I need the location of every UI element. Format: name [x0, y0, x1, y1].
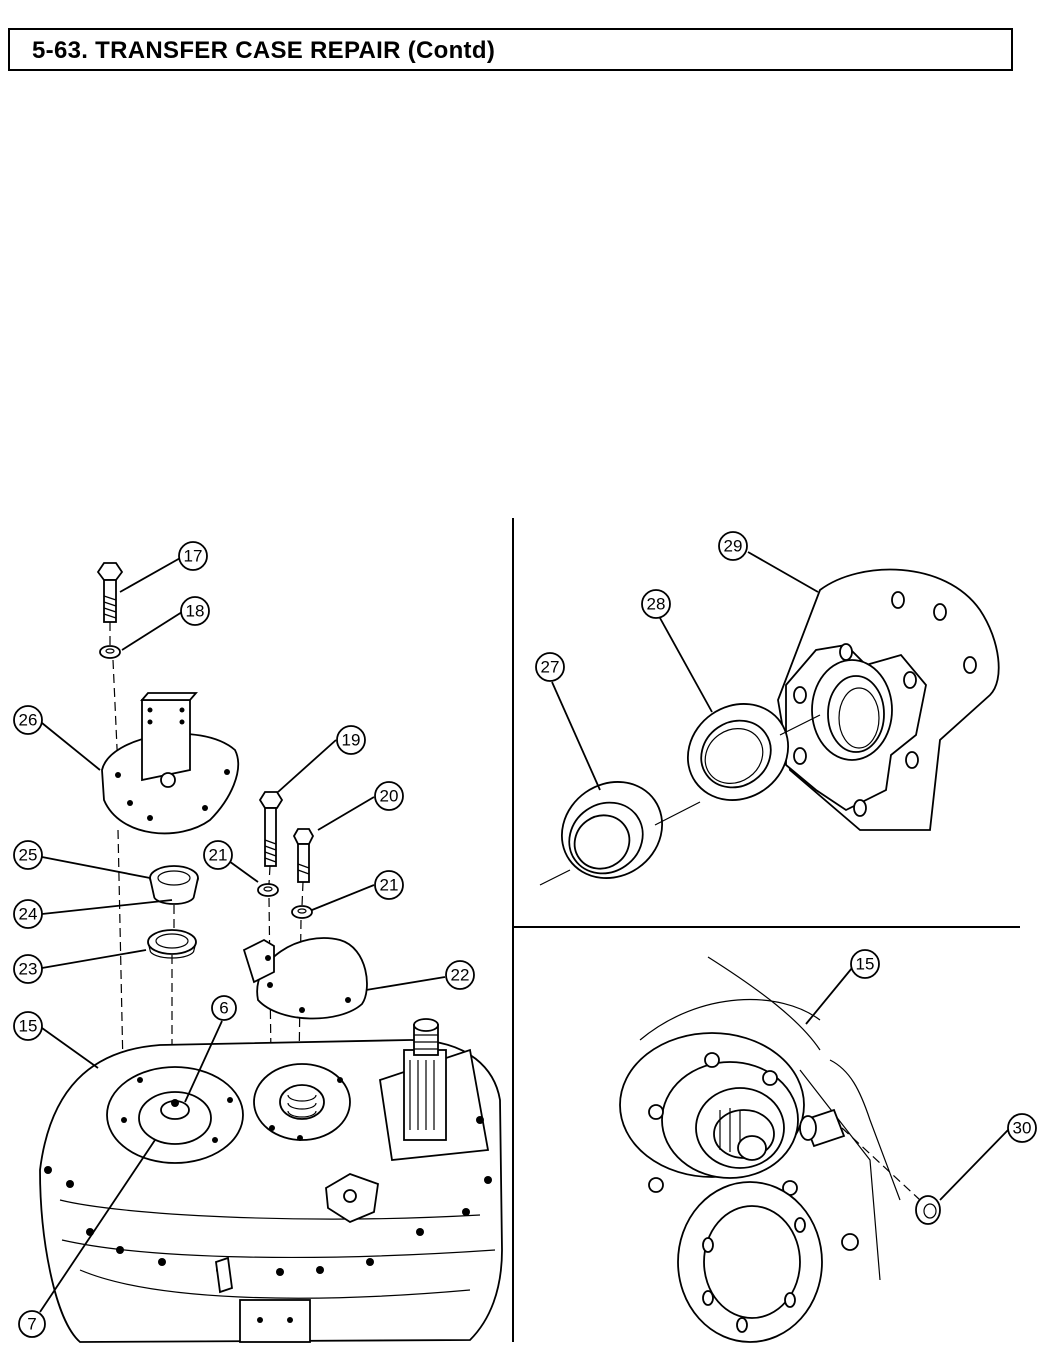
svg-text:15: 15	[19, 1017, 38, 1036]
cap-25	[149, 865, 199, 905]
svg-text:21: 21	[380, 876, 399, 895]
callout-21-left: 21	[203, 840, 233, 870]
washer-21a	[257, 883, 279, 897]
svg-text:26: 26	[19, 711, 38, 730]
svg-text:27: 27	[541, 658, 560, 677]
svg-text:30: 30	[1013, 1119, 1032, 1138]
bolt-19	[258, 791, 284, 867]
seal-assembly-drawing	[539, 551, 1000, 886]
callout-15-left: 15	[13, 1011, 43, 1041]
callout-20: 20	[374, 781, 404, 811]
transfer-case-drawing	[39, 556, 503, 1343]
callout-19: 19	[336, 725, 366, 755]
flange-drawing	[619, 956, 1009, 1343]
callout-23: 23	[13, 954, 43, 984]
callout-22: 22	[445, 960, 475, 990]
svg-text:25: 25	[19, 846, 38, 865]
callout-17: 17	[178, 541, 208, 571]
cover-plate-26	[101, 692, 240, 835]
svg-text:18: 18	[186, 602, 205, 621]
seal-23	[147, 929, 197, 959]
seal-28	[686, 703, 790, 801]
svg-text:17: 17	[184, 547, 203, 566]
callout-27: 27	[535, 652, 565, 682]
housing-29	[777, 568, 1000, 831]
callout-18: 18	[180, 596, 210, 626]
svg-text:23: 23	[19, 960, 38, 979]
callout-21-right: 21	[374, 870, 404, 900]
page-title: 5-63. TRANSFER CASE REPAIR (Contd)	[32, 37, 496, 64]
svg-text:20: 20	[380, 787, 399, 806]
seal-27	[560, 781, 664, 879]
callout-30: 30	[1007, 1113, 1037, 1143]
svg-text:24: 24	[19, 905, 38, 924]
callout-24: 24	[13, 899, 43, 929]
svg-text:15: 15	[856, 955, 875, 974]
svg-text:22: 22	[451, 966, 470, 985]
svg-text:6: 6	[219, 999, 228, 1018]
callout-29: 29	[718, 531, 748, 561]
washer-21b	[291, 905, 313, 919]
callout-7: 7	[18, 1310, 46, 1338]
callout-15-right: 15	[850, 949, 880, 979]
cover-22	[242, 937, 368, 1020]
svg-text:21: 21	[209, 846, 228, 865]
svg-text:29: 29	[724, 537, 743, 556]
svg-text:19: 19	[342, 731, 361, 750]
washer-18	[99, 645, 121, 659]
svg-text:28: 28	[647, 595, 666, 614]
callout-26: 26	[13, 705, 43, 735]
callout-6: 6	[211, 995, 237, 1021]
transfer-case-15	[39, 1018, 503, 1343]
bolt-20	[292, 828, 315, 883]
callout-28: 28	[641, 589, 671, 619]
section-header: 5-63. TRANSFER CASE REPAIR (Contd)	[8, 28, 1013, 71]
svg-text:7: 7	[27, 1315, 36, 1334]
callout-25: 25	[13, 840, 43, 870]
bolt-17	[96, 562, 124, 623]
